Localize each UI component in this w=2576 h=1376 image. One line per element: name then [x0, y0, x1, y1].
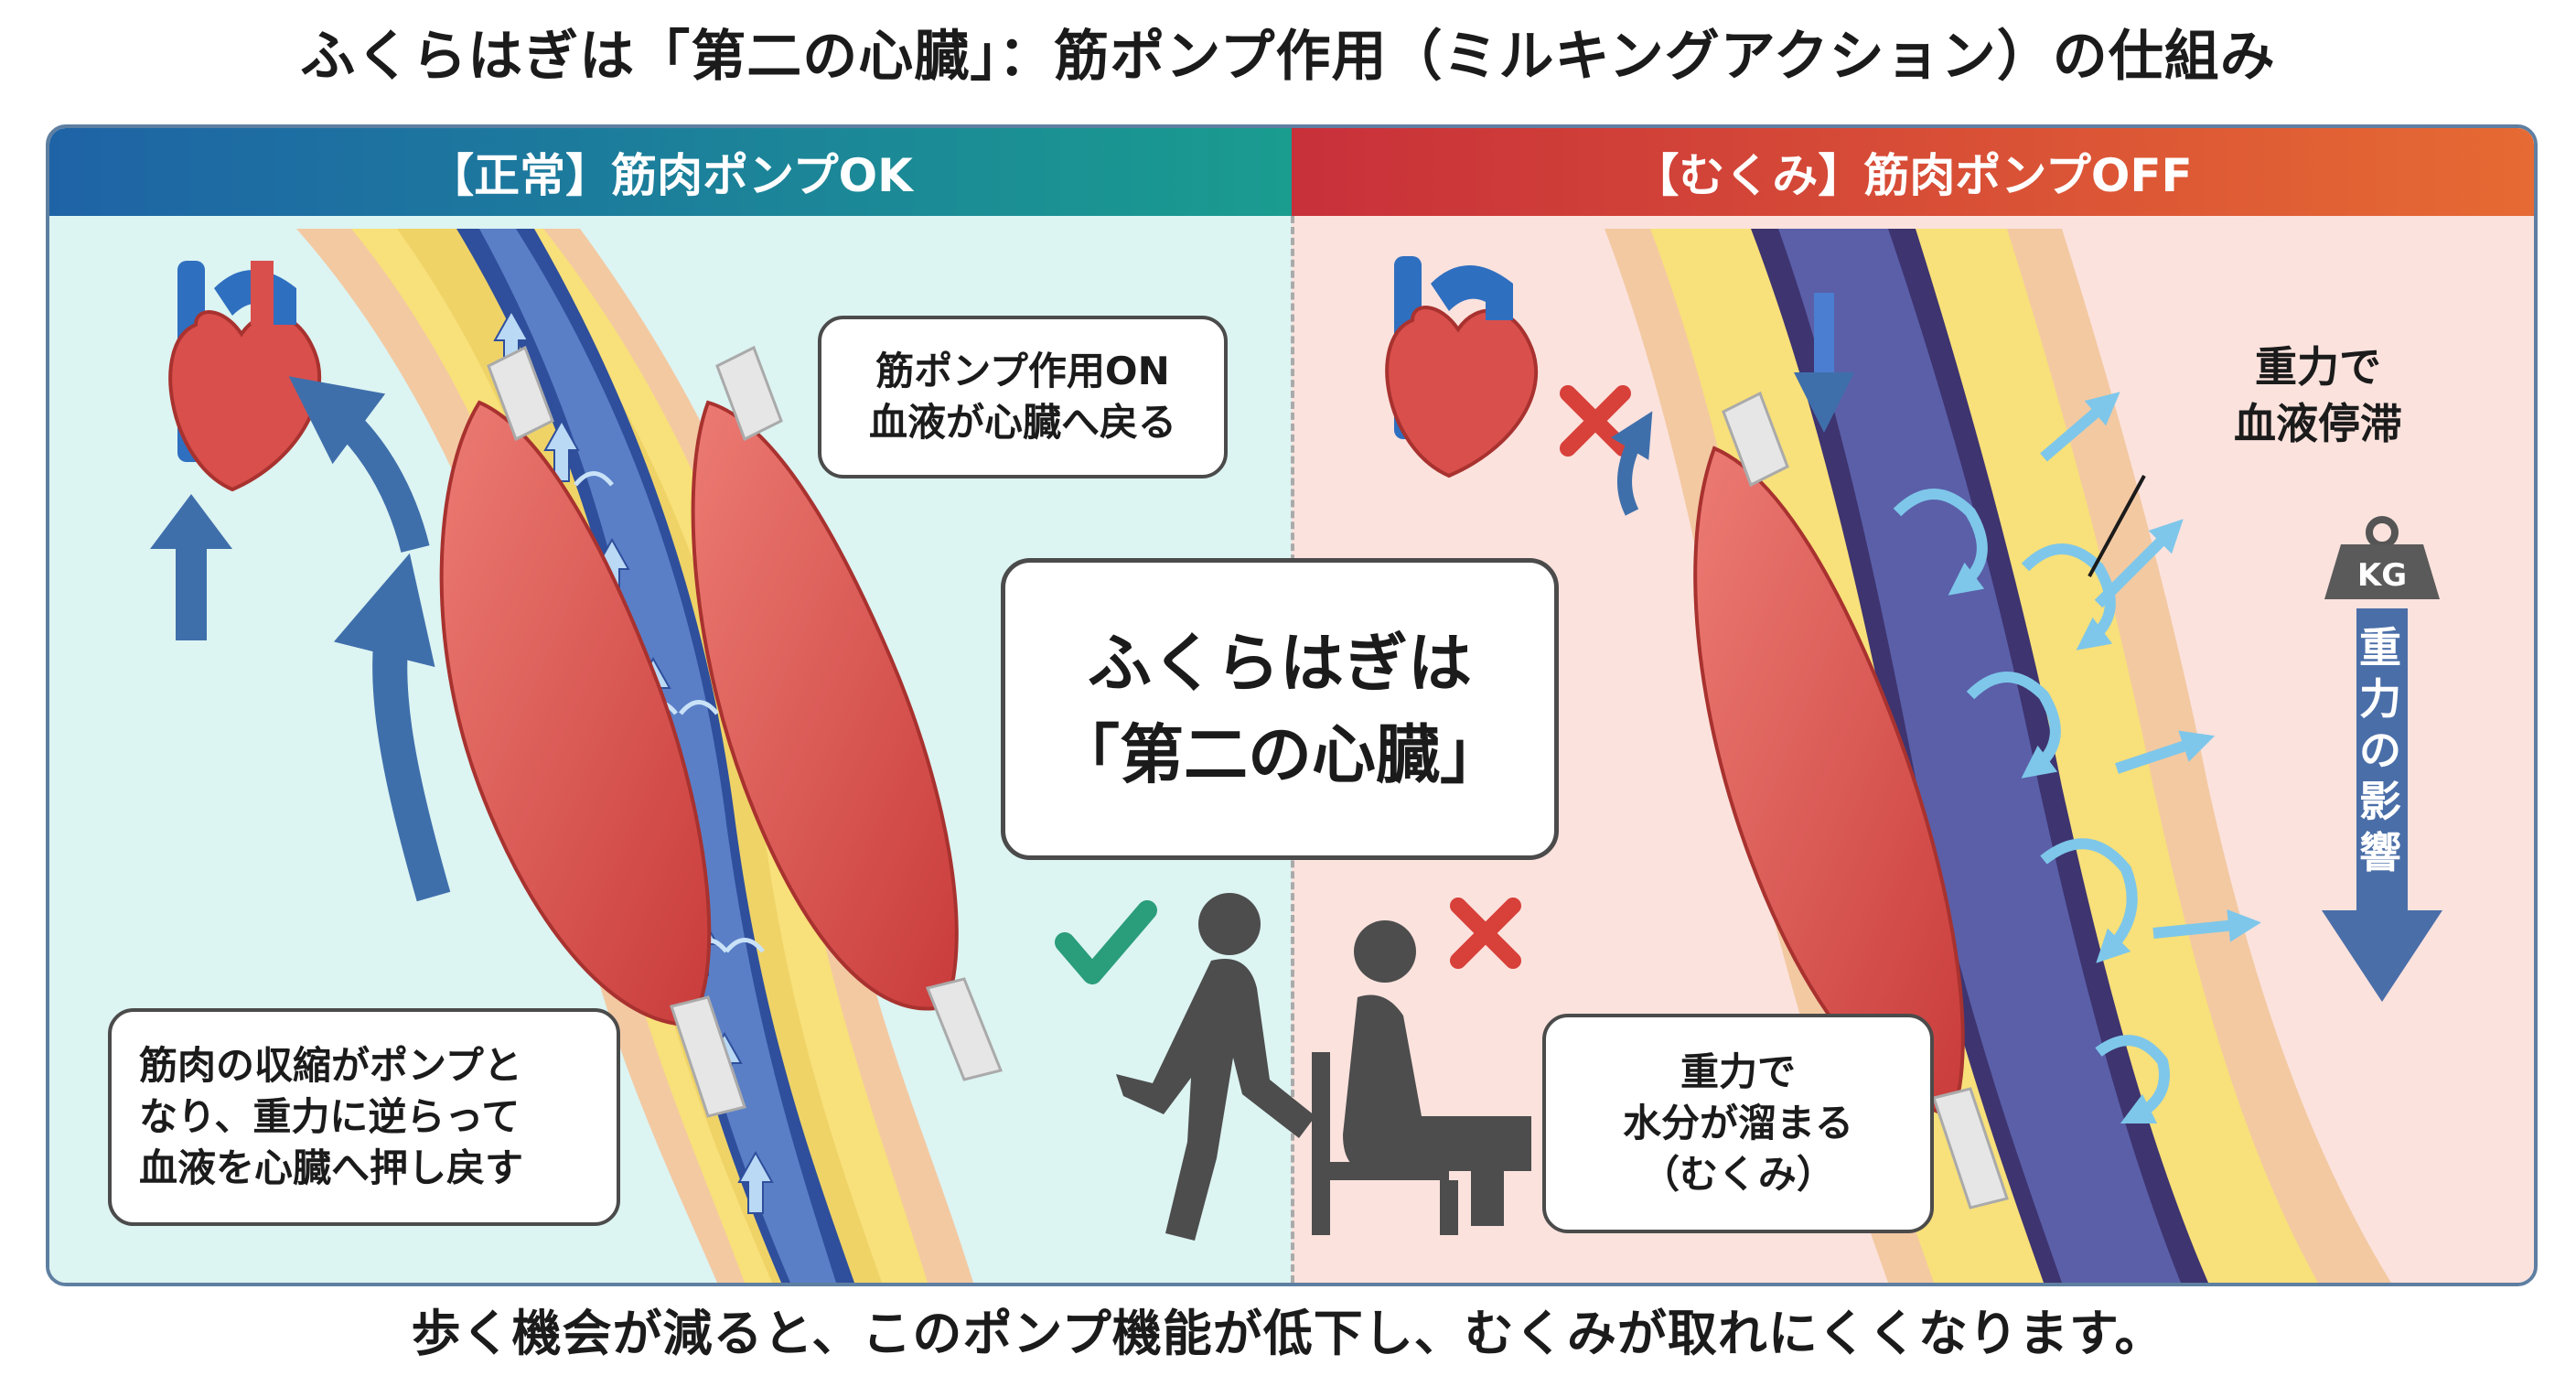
muscle-contraction-bubble: 筋肉の収縮がポンプと なり、重力に逆らって 血液を心臓へ押し戻す: [108, 1008, 620, 1226]
sitting-cross-icon: [1450, 898, 1521, 969]
second-heart-label: ふくらはぎは 「第二の心臓」: [1001, 558, 1559, 860]
walking-person-icon: [1116, 893, 1315, 1241]
right-stagnation-swirls: [1893, 392, 2261, 1124]
left-section-header: 【正常】筋肉ポンプOK: [49, 128, 1292, 216]
sitting-person-icon: [1312, 920, 1585, 1235]
footer-caption: 歩く機会が減ると、このポンプ機能が低下し、むくみが取れにくくなります。: [411, 1304, 2165, 1362]
weight-label: KG: [2356, 557, 2408, 594]
edema-bubble: 重力で 水分が溜まる （むくみ）: [1542, 1014, 1934, 1233]
page-title: ふくらはぎは「第二の心臓」：筋ポンプ作用（ミルキングアクション）の仕組み: [300, 24, 2276, 89]
left-heart-icon: [168, 261, 322, 492]
pump-on-bubble: 筋ポンプ作用ON 血液が心臓へ戻る: [818, 316, 1228, 478]
weight-icon: [2324, 516, 2440, 599]
blood-stagnation-label: 重力で 血液停滞: [2234, 342, 2402, 448]
left-upward-arrows: [150, 376, 451, 902]
right-heart-icon: [1385, 256, 1539, 478]
gravity-influence-label: 重 力 の 影 響: [2359, 623, 2401, 877]
cross-icon: [1560, 385, 1631, 457]
diagram-panel: 【正常】筋肉ポンプOK 【むくみ】筋肉ポンプOFF: [46, 124, 2538, 1286]
checkmark-icon: [1055, 900, 1157, 984]
left-leg-illustration: [296, 229, 1004, 1283]
gravity-arrow: [2322, 608, 2442, 1002]
right-section-header: 【むくみ】筋肉ポンプOFF: [1292, 128, 2534, 216]
diagram-illustration: [150, 229, 2442, 1283]
right-leg-illustration: [1605, 229, 2391, 1283]
